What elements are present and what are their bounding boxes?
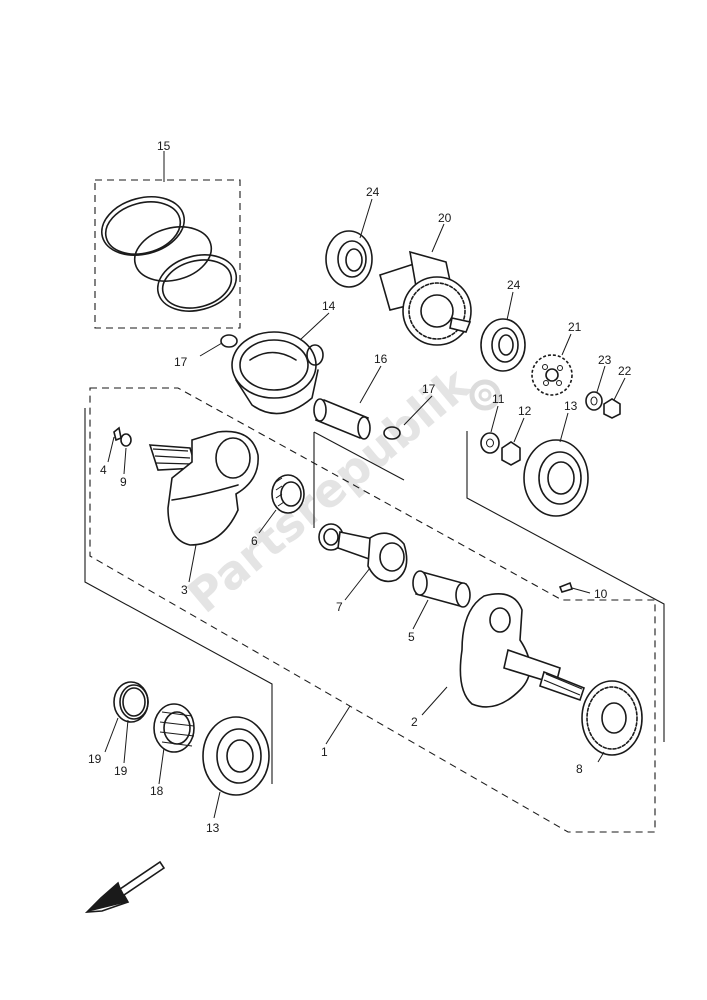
callout-15: 15 [157,139,171,153]
piston [231,331,324,415]
callout-5: 5 [408,630,415,644]
callout-24-upper: 24 [366,185,380,199]
crank-web-left [148,430,259,546]
connecting-rod-frame [313,431,405,528]
callout-17-right: 17 [422,382,436,396]
callout-3: 3 [181,583,188,597]
callout-9: 9 [120,475,127,489]
crank-bearing-right [523,439,589,517]
callout-18: 18 [150,784,164,798]
callout-16: 16 [374,352,388,366]
bush-9 [120,433,132,447]
woodruff-key-10 [558,581,574,593]
callout-1: 1 [321,745,328,759]
callout-10: 10 [594,587,608,601]
callout-23: 23 [598,353,612,367]
sprocket [531,354,573,396]
callout-24-lower: 24 [507,278,521,292]
callout-13-right: 13 [564,399,578,413]
callout-6: 6 [251,534,258,548]
balancer-bearing-lower [480,318,526,372]
piston-pin [313,398,371,440]
callout-14: 14 [322,299,336,313]
washer-11 [480,432,500,454]
callout-19-left: 19 [88,752,102,766]
piston-ring-set-box [94,179,241,329]
direction-arrow-icon [84,860,166,913]
needle-bearing-6 [271,474,305,514]
balancer-bearing-upper [325,230,373,288]
watermark-gear-icon [469,379,501,411]
crank-half-frame [84,408,273,784]
callout-21: 21 [568,320,582,334]
bearing-18 [153,703,195,753]
piston-pin-clip-left [220,334,238,348]
callout-labels: 15 24 20 24 21 23 22 14 17 16 17 11 12 1… [88,139,632,835]
nut-12 [501,441,521,466]
callout-12: 12 [518,404,532,418]
crank-web-right [459,593,585,708]
oil-seals [113,681,149,723]
callout-4: 4 [100,463,107,477]
callout-2: 2 [411,715,418,729]
crankshaft-assembly-box [89,387,656,833]
leader-lines [104,151,626,819]
connecting-rod [318,523,408,583]
washer-23 [585,391,603,411]
callout-19-right: 19 [114,764,128,778]
balancer-shaft [379,250,472,346]
crank-pin-5 [412,570,471,608]
callout-7: 7 [336,600,343,614]
nut-22 [603,398,621,419]
piston-pin-clip-right [383,426,401,440]
callout-8: 8 [576,762,583,776]
callout-20: 20 [438,211,452,225]
primary-drive-gear [581,680,643,756]
woodruff-key-4 [113,426,122,442]
callout-17-left: 17 [174,355,188,369]
crank-bearing-left [202,716,270,796]
piston-rings [100,196,238,312]
callout-22: 22 [618,364,632,378]
callout-11: 11 [492,392,505,406]
balancer-frame [466,431,665,742]
callout-13-left: 13 [206,821,220,835]
